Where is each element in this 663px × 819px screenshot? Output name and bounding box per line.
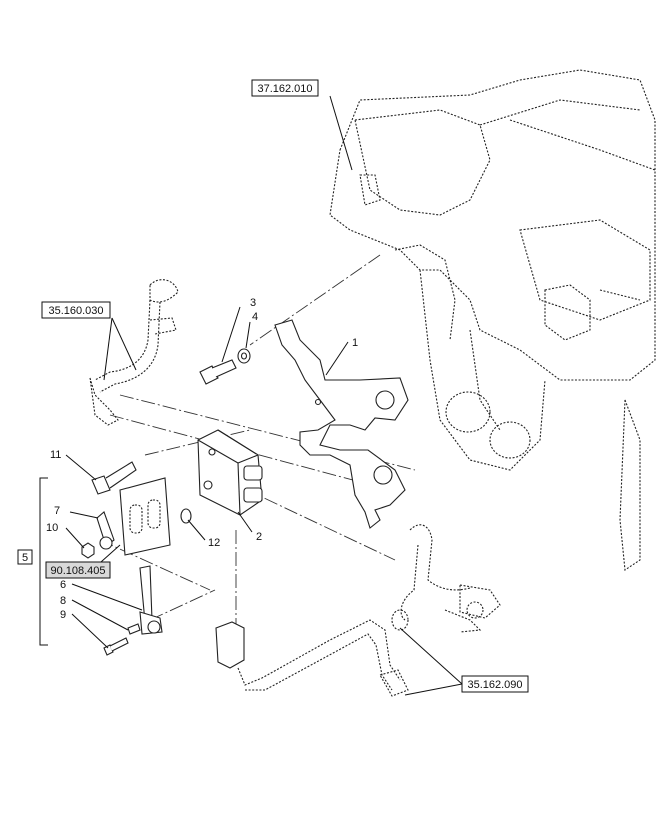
handle-part-6: [139, 565, 163, 635]
gasket-plate: [119, 477, 171, 556]
screw-part-9: [103, 637, 129, 656]
reference-label: 35.160.030: [48, 305, 103, 317]
bolt-part-3: [199, 359, 237, 385]
reference-label: 37.162.010: [257, 83, 312, 95]
bracket-part-1: [274, 319, 409, 529]
part-callouts: 1 2 3 4 5 6 7 8 9 10 11 12: [17, 297, 358, 621]
callout-8: 8: [60, 595, 66, 607]
lever-part-7: [96, 511, 115, 550]
callout-9: 9: [60, 609, 66, 621]
callout-7: 7: [54, 505, 60, 517]
reference-label: 35.162.090: [467, 679, 522, 691]
callout-6: 6: [60, 579, 66, 591]
callout-11: 11: [50, 449, 61, 461]
nut-part-10: [81, 542, 95, 559]
reference-37-162-010: 37.162.010: [251, 79, 319, 97]
screw-part-11: [91, 461, 137, 495]
valve-block-part-2: [197, 429, 263, 516]
reference-90-108-405: 90.108.405: [45, 561, 111, 579]
callout-2: 2: [256, 531, 262, 543]
bottom-pipe: [215, 619, 409, 697]
leader-lines: [65, 95, 463, 696]
reference-label: 90.108.405: [50, 565, 105, 577]
callout-5-box: 5: [17, 549, 33, 565]
callout-3: 3: [250, 297, 256, 309]
group-bracket-part-5: [39, 477, 48, 646]
washer-part-4: [237, 348, 251, 364]
left-hose: [89, 279, 179, 426]
callout-1: 1: [352, 337, 358, 349]
right-pipe: [391, 524, 501, 633]
callout-10: 10: [46, 522, 58, 534]
callout-12: 12: [208, 537, 220, 549]
tractor-frame: [329, 69, 656, 571]
reference-35-160-030: 35.160.030: [41, 301, 111, 319]
callout-4: 4: [252, 311, 258, 323]
reference-35-162-090: 35.162.090: [461, 675, 529, 693]
plug-part-12: [180, 508, 192, 524]
spring-part-8: [127, 623, 141, 635]
callout-5: 5: [22, 552, 28, 564]
